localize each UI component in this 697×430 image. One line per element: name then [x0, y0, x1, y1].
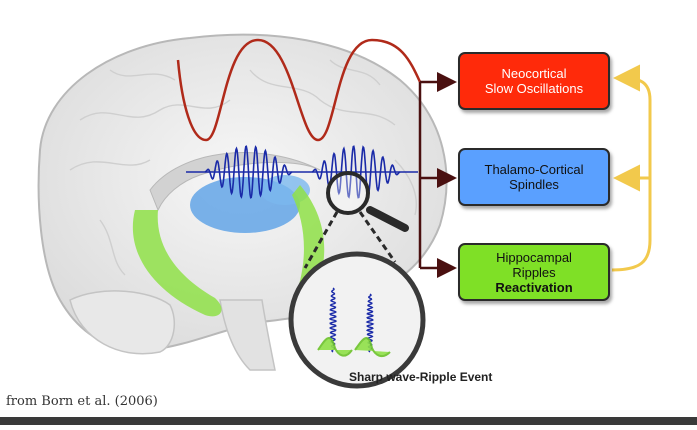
feedback-arrow-to-neocortical: [611, 64, 652, 272]
box-neocortical-line2: Slow Oscillations: [484, 81, 584, 96]
box-neocortical-line1: Neocortical: [501, 66, 567, 81]
box-thalamo-cortical-spindles: Thalamo-Cortical Spindles: [458, 148, 610, 206]
ripple-traces: [317, 287, 391, 358]
spindle-burst-2: [311, 145, 401, 199]
bottom-bar: [0, 417, 697, 425]
box-neocortical-slow-oscillations: Neocortical Slow Oscillations: [458, 52, 610, 110]
spindle-waves: [186, 145, 418, 199]
box-hippocampal-ripples: Hippocampal Ripples Reactivation: [458, 243, 610, 301]
corpus-callosum: [149, 152, 321, 212]
brainstem: [219, 299, 276, 371]
sharp-wave-1: [317, 337, 353, 357]
magnifier: [288, 171, 426, 389]
zoom-guide-right: [358, 211, 397, 263]
gyri-lines: [69, 59, 417, 276]
box-thalamo-line1: Thalamo-Cortical: [484, 162, 584, 177]
slow-oscillation-wave: [176, 38, 422, 142]
box-hippocampal-line2: Ripples: [512, 264, 556, 280]
box-hippocampal-line3: Reactivation: [495, 279, 573, 295]
cerebellum: [69, 290, 176, 355]
spindle-burst-1: [204, 145, 293, 199]
box-thalamo-line2: Spindles: [509, 177, 559, 192]
sharp-wave-2: [354, 337, 391, 358]
box-hippocampal-line1: Hippocampal: [496, 249, 572, 265]
citation-caption: from Born et al. (2006): [6, 394, 158, 409]
magnifier-label: Sharp wave-Ripple Event: [349, 370, 493, 384]
zoom-circle: [288, 251, 426, 389]
zoom-guide-left: [303, 211, 339, 269]
magnifier-lens: [326, 171, 370, 215]
feedback-arrows: [611, 64, 652, 272]
magnifier-handle: [366, 206, 409, 232]
hippocampus-left: [132, 210, 222, 317]
dark-arrows: [418, 72, 457, 278]
